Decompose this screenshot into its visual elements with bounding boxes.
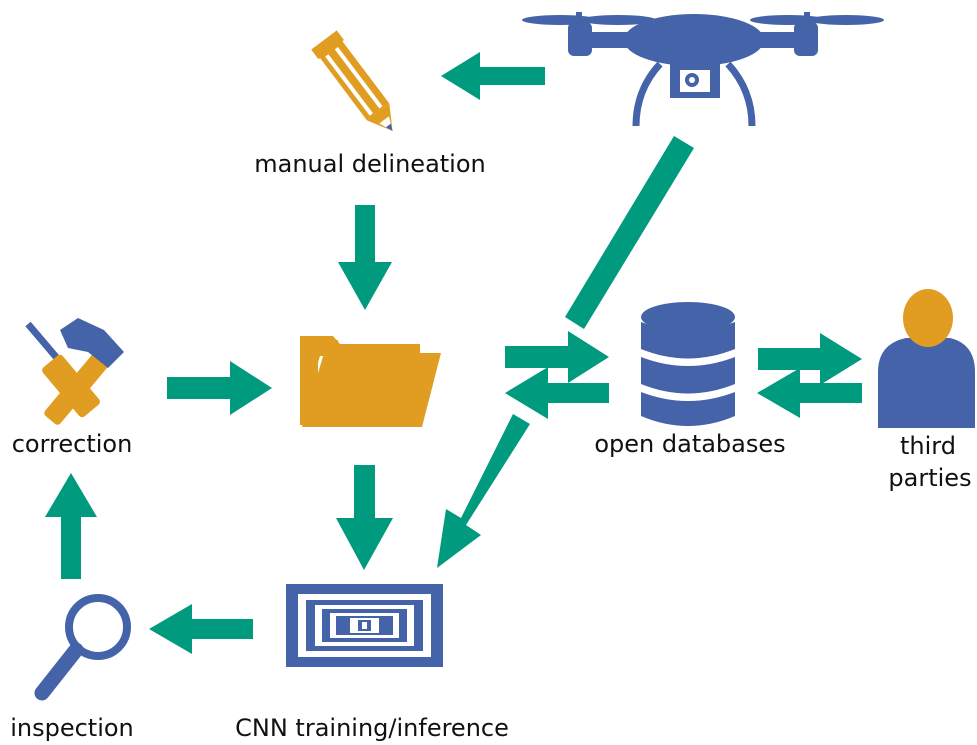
arrow-drone-to-database — [565, 136, 694, 329]
arrow-person-to-database — [757, 368, 862, 418]
third-parties-label-line1: third — [900, 432, 956, 460]
arrow-magnifier-to-tools — [45, 473, 97, 579]
arrow-tools-to-folder — [167, 361, 272, 415]
manual-delineation-label: manual delineation — [254, 150, 486, 178]
pencil-icon — [311, 30, 393, 132]
arrow-database-to-folder — [505, 367, 609, 419]
person-icon — [878, 289, 975, 428]
cnn-label: CNN training/inference — [235, 714, 509, 742]
arrow-folder-to-cnn — [336, 465, 393, 570]
database-icon — [641, 302, 735, 426]
cnn-icon — [286, 584, 443, 667]
arrow-folder-to-database — [505, 331, 609, 383]
arrow-pencil-to-folder — [338, 205, 392, 310]
folder-icon — [300, 336, 441, 427]
inspection-label: inspection — [10, 714, 134, 742]
arrow-database-to-person — [758, 333, 862, 385]
tools-icon — [25, 318, 124, 425]
drone-icon — [522, 12, 884, 127]
magnifier-icon — [34, 594, 131, 701]
open-databases-label: open databases — [594, 430, 786, 458]
arrow-cnn-to-magnifier — [149, 604, 253, 654]
third-parties-label-line2: parties — [888, 464, 972, 492]
arrow-database-to-cnn — [437, 414, 530, 568]
correction-label: correction — [11, 430, 133, 458]
arrow-drone-to-pencil — [441, 52, 545, 100]
